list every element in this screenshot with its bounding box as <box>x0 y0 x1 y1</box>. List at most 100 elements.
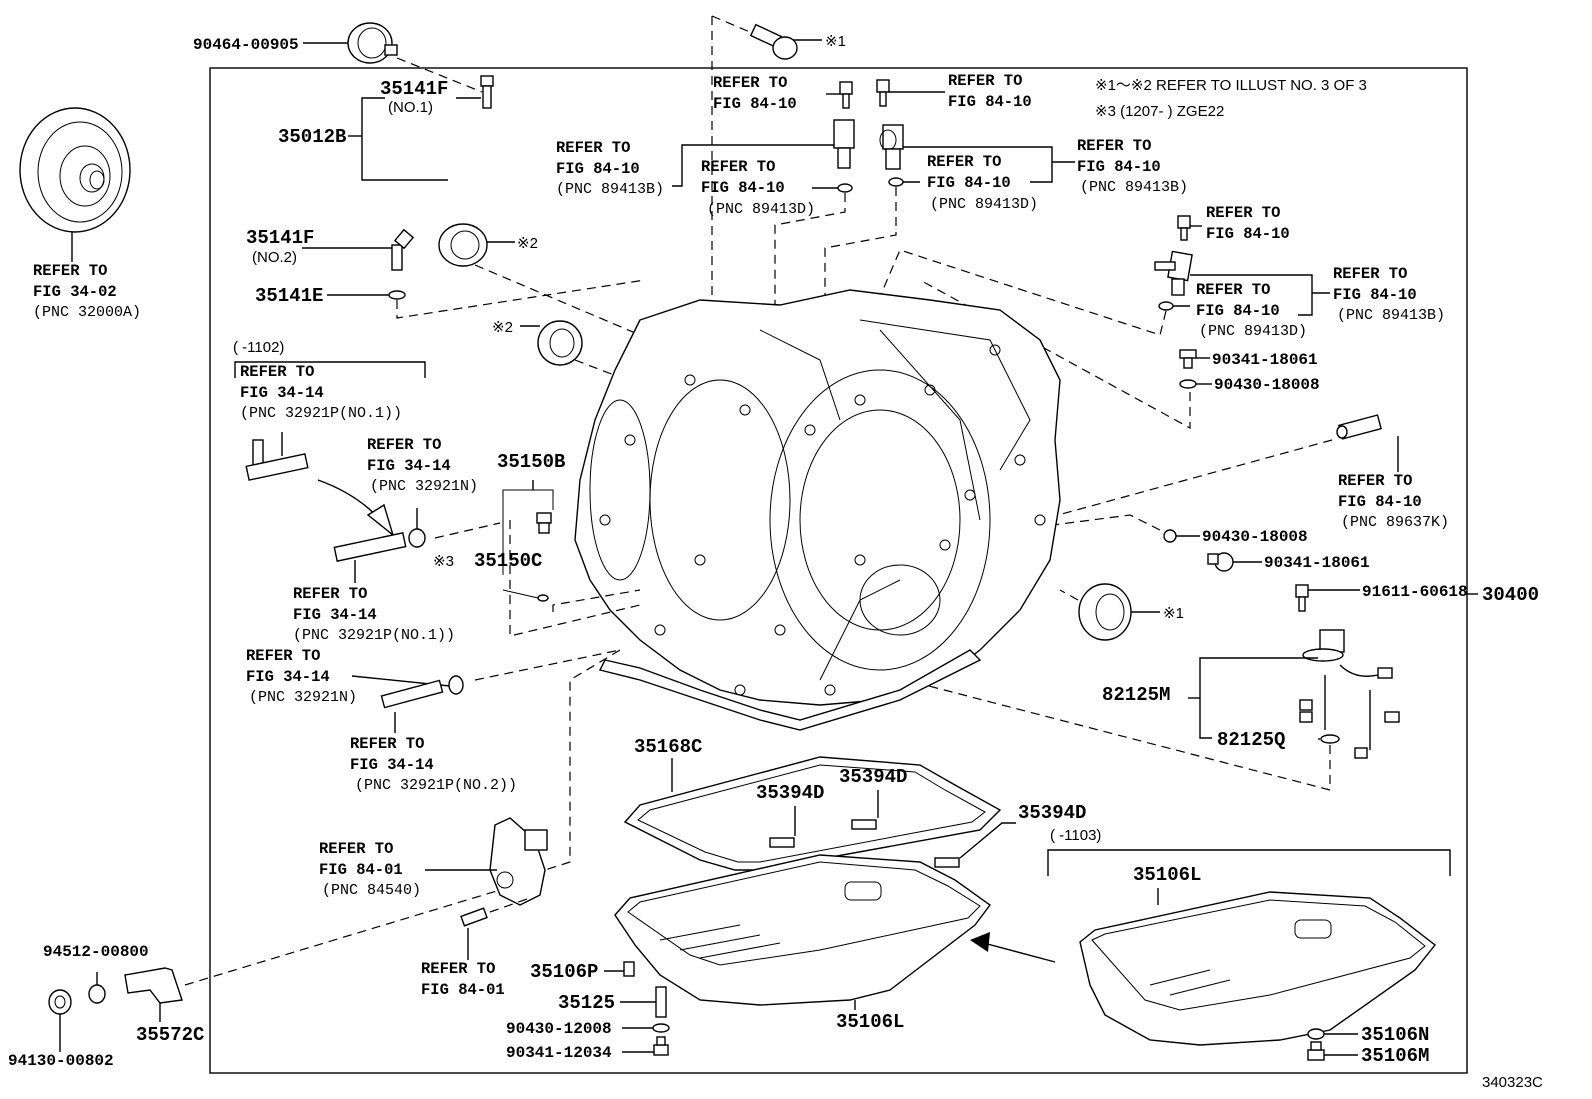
gasket-35106N-part[interactable] <box>1307 1028 1325 1040</box>
label-35168C[interactable]: 35168C <box>634 736 702 758</box>
breather-plug-no1-part[interactable] <box>480 75 494 109</box>
oring-right-part[interactable] <box>888 177 904 187</box>
union-elbow-part[interactable] <box>245 439 309 481</box>
ref-switch-bolt[interactable]: REFER TO FIG 84-01 <box>421 960 505 999</box>
union-no1-part[interactable] <box>333 532 407 562</box>
ref-sensor-side-b[interactable]: REFER TO FIG 84-10 (PNC 89413B) <box>1333 265 1445 324</box>
label-35012B[interactable]: 35012B <box>278 126 346 148</box>
union-no2-part[interactable] <box>380 679 444 709</box>
ref-oring-32921N-a[interactable]: REFER TO FIG 34-14 (PNC 32921N) <box>367 436 478 495</box>
ref-oring-right-d[interactable]: REFER TO FIG 84-10 (PNC 89413D) <box>927 153 1038 213</box>
plug-90341-18061-b-part[interactable] <box>1207 552 1234 572</box>
ref-oring-side-d[interactable]: REFER TO FIG 84-10 (PNC 89413D) <box>1196 281 1307 340</box>
magnet-35394D-b-part[interactable] <box>851 819 877 830</box>
switch-bolt-part[interactable] <box>460 907 488 927</box>
transaxle-assembly-30400[interactable] <box>574 289 1061 731</box>
sensor-right-part[interactable] <box>879 124 904 170</box>
pin-35125-part[interactable] <box>655 986 667 1018</box>
sensor-side-part[interactable] <box>1154 250 1193 296</box>
oil-seal-mark2-b[interactable] <box>537 320 583 366</box>
sensor-bolt-right-part[interactable] <box>876 79 890 107</box>
ref-bolt-top-right[interactable]: REFER TO FIG 84-10 <box>948 72 1032 111</box>
label-35125[interactable]: 35125 <box>558 992 615 1014</box>
speed-sensor-part[interactable] <box>1336 414 1382 440</box>
oring-32921N-b-part[interactable] <box>448 675 464 695</box>
control-lever-part[interactable] <box>124 967 183 1004</box>
oring-32921N-a-part[interactable] <box>408 528 426 548</box>
label-35394D-c[interactable]: 35394D <box>1018 802 1086 824</box>
oring-82125Q-part[interactable] <box>1320 734 1340 744</box>
oil-seal-mark1-part[interactable] <box>1078 583 1132 641</box>
breather-hose-part[interactable] <box>404 121 493 236</box>
label-82125Q[interactable]: 82125Q <box>1217 729 1285 751</box>
breather-plug-no2-part[interactable] <box>391 228 415 271</box>
label-94130-00802[interactable]: 94130-00802 <box>8 1052 114 1070</box>
oring-left-part[interactable] <box>837 183 853 193</box>
ref-oring-left-d[interactable]: REFER TO FIG 84-10 (PNC 89413D) <box>701 158 815 218</box>
label-90430-18008-a[interactable]: 90430-18008 <box>1214 376 1320 394</box>
label-35106M[interactable]: 35106M <box>1361 1045 1429 1067</box>
ref-union-no2[interactable]: REFER TO FIG 34-14 (PNC 32921P(NO.2)) <box>350 735 517 794</box>
drain-plug-35106M-part[interactable] <box>1307 1041 1325 1061</box>
label-35141F-no1[interactable]: 35141F <box>380 78 448 100</box>
ref-torque-converter[interactable]: REFER TO FIG 34-02 (PNC 32000A) <box>33 262 141 321</box>
label-35141E[interactable]: 35141E <box>255 285 323 307</box>
oil-pan-gasket-35168C-part[interactable] <box>623 756 1002 871</box>
ref-union-elbow[interactable]: REFER TO FIG 34-14 (PNC 32921P(NO.1)) <box>240 363 402 422</box>
plug-35150B-part[interactable] <box>536 512 552 534</box>
assembly-label-30400[interactable]: 30400 <box>1482 584 1539 606</box>
label-90430-12008[interactable]: 90430-12008 <box>506 1020 612 1038</box>
sensor-bolt-left-part[interactable] <box>839 81 853 109</box>
label-90341-12034[interactable]: 90341-12034 <box>506 1044 612 1062</box>
label-90341-18061-b[interactable]: 90341-18061 <box>1264 554 1370 572</box>
label-35150C[interactable]: 35150C <box>474 550 542 572</box>
label-35106L-a[interactable]: 35106L <box>836 1011 904 1033</box>
plug-90341-12034-part[interactable] <box>653 1036 669 1056</box>
sensor-bolt-side-part[interactable] <box>1177 215 1191 241</box>
label-82125M[interactable]: 82125M <box>1102 684 1170 706</box>
ref-sensor-left-b[interactable]: REFER TO FIG 84-10 (PNC 89413B) <box>556 139 664 198</box>
ref-bolt-side[interactable]: REFER TO FIG 84-10 <box>1206 204 1290 243</box>
label-94512-00800[interactable]: 94512-00800 <box>43 943 149 961</box>
oil-seal-mark2-a[interactable] <box>438 223 488 267</box>
label-35394D-b[interactable]: 35394D <box>839 766 907 788</box>
ref-union-no1[interactable]: REFER TO FIG 34-14 (PNC 32921P(NO.1)) <box>293 585 455 644</box>
ref-oring-32921N-b[interactable]: REFER TO FIG 34-14 (PNC 32921N) <box>246 647 357 706</box>
oring-35150C-part[interactable] <box>537 594 549 602</box>
label-35572C[interactable]: 35572C <box>136 1024 204 1046</box>
label-35106N[interactable]: 35106N <box>1361 1024 1429 1046</box>
label-90464-00905[interactable]: 90464-00905 <box>193 36 299 54</box>
neutral-start-switch-part[interactable] <box>489 817 548 906</box>
hose-clip-part[interactable] <box>347 22 398 64</box>
label-90341-18061-a[interactable]: 90341-18061 <box>1212 351 1318 369</box>
gasket-90430-18008-a-part[interactable] <box>1179 379 1197 389</box>
oring-side-part[interactable] <box>1158 301 1174 311</box>
label-35394D-a[interactable]: 35394D <box>756 782 824 804</box>
oring-35141E-part[interactable] <box>388 290 406 300</box>
plug-90341-18061-a-part[interactable] <box>1179 349 1197 369</box>
gasket-90430-18008-b-part[interactable] <box>1163 529 1177 543</box>
label-91611-60618[interactable]: 91611-60618 <box>1362 583 1468 601</box>
bolt-35106P-part[interactable] <box>623 961 635 977</box>
ref-neutral-switch[interactable]: REFER TO FIG 84-01 (PNC 84540) <box>319 840 421 899</box>
lock-washer-part[interactable] <box>88 984 106 1004</box>
gasket-90430-12008-part[interactable] <box>652 1023 670 1033</box>
label-35150B[interactable]: 35150B <box>497 451 565 473</box>
label-35141F-no2[interactable]: 35141F <box>246 227 314 249</box>
label-35106P[interactable]: 35106P <box>530 961 598 983</box>
torque-converter-part[interactable] <box>19 107 131 233</box>
sensor-left-part[interactable] <box>833 119 855 169</box>
magnet-35394D-a-part[interactable] <box>769 837 795 848</box>
oil-pan-35106L-old-part[interactable] <box>1079 891 1436 1046</box>
label-90430-18008-b[interactable]: 90430-18008 <box>1202 528 1308 546</box>
ref-speed-sensor[interactable]: REFER TO FIG 84-10 (PNC 89637K) <box>1338 472 1449 531</box>
nut-part[interactable] <box>48 989 72 1015</box>
bolt-mark1-part[interactable] <box>749 23 798 60</box>
ref-bolt-top-left[interactable]: REFER TO FIG 84-10 <box>713 74 797 113</box>
ref-sensor-right-b[interactable]: REFER TO FIG 84-10 (PNC 89413B) <box>1077 137 1188 196</box>
bolt-91611-60618-part[interactable] <box>1295 584 1309 612</box>
label-35106L-b[interactable]: 35106L <box>1133 864 1201 886</box>
wire-harness-part[interactable] <box>1299 629 1400 759</box>
oil-pan-35106L-part[interactable] <box>614 854 991 1006</box>
magnet-35394D-c-part[interactable] <box>934 857 960 868</box>
